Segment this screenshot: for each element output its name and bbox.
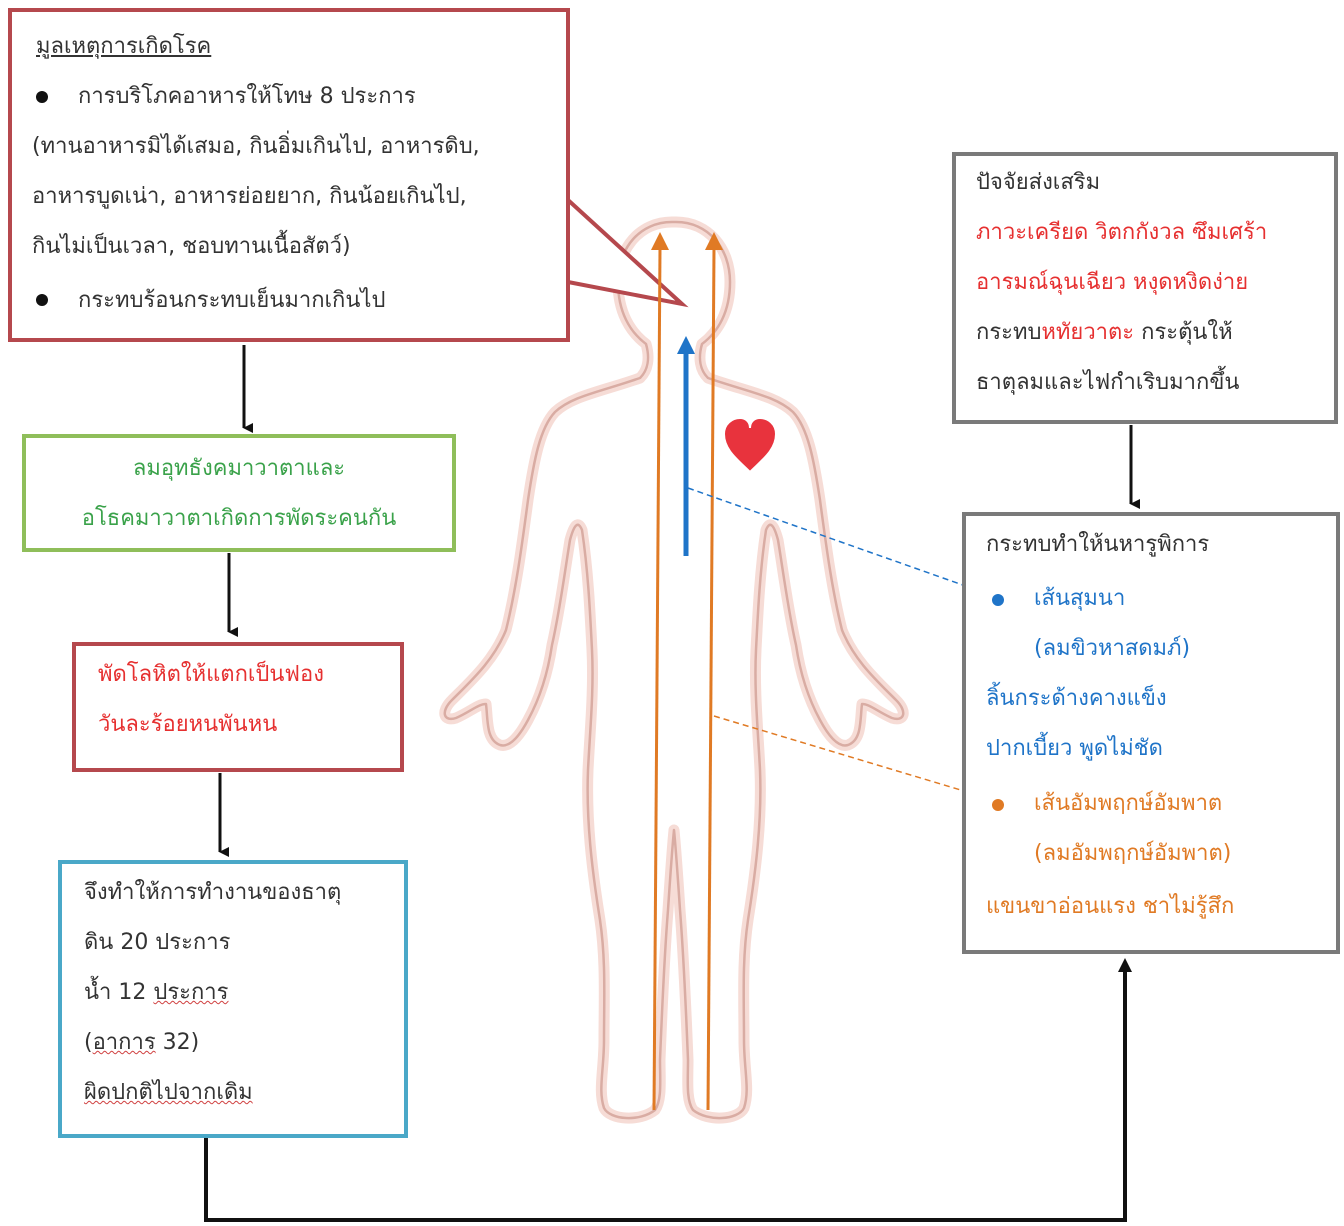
cause-title: มูลเหตุการเกิดโรค bbox=[36, 22, 211, 72]
factor-text: กระตุ้นให้ bbox=[1134, 320, 1233, 345]
factor-line: ธาตุลมและไฟกำเริบมากขึ้น bbox=[976, 358, 1239, 408]
factor-line: อารมณ์ฉุนเฉียว หงุดหงิดง่าย bbox=[976, 258, 1248, 308]
wind-interaction-box: ลมอุทธังคมาวาตาและ อโธคมาวาตาเกิดการพัดร… bbox=[22, 434, 456, 552]
sumana-name: เส้นสุมนา bbox=[1034, 574, 1125, 624]
sumana-connector bbox=[688, 488, 994, 596]
factor-text-highlight: หทัยวาตะ bbox=[1041, 320, 1134, 345]
blood-foam-box: พัดโลหิตให้แตกเป็นฟอง วันละร้อยหนพันหน bbox=[72, 642, 404, 772]
ampa-wind: (ลมอัมพฤกษ์อัมพาต) bbox=[1034, 829, 1231, 879]
element-text: 32) bbox=[156, 1030, 200, 1055]
sumana-symptom: ปากเบี้ยว พูดไม่ชัด bbox=[986, 724, 1163, 774]
factor-line: กระทบหทัยวาตะ กระตุ้นให้ bbox=[976, 308, 1233, 358]
contributing-factors-box: ปัจจัยส่งเสริม ภาวะเครียด วิตกกังวล ซึมเ… bbox=[952, 152, 1338, 424]
element-text: ( bbox=[84, 1030, 93, 1055]
factor-line: ภาวะเครียด วิตกกังวล ซึมเศร้า bbox=[976, 208, 1267, 258]
bullet-dot bbox=[36, 91, 48, 103]
element-text: น้ำ 12 bbox=[84, 980, 153, 1005]
cause-detail-line: อาหารบูดเน่า, อาหารย่อยยาก, กินน้อยเกินไ… bbox=[32, 172, 467, 222]
sumana-symptom: ลิ้นกระด้างคางแข็ง bbox=[986, 674, 1167, 724]
cause-bullet-food: การบริโภคอาหารให้โทษ 8 ประการ bbox=[78, 72, 416, 122]
blue-bullet-dot bbox=[992, 594, 1004, 606]
nerve-damage-box: กระทบทำให้นหารูพิการ เส้นสุมนา (ลมขิวหาส… bbox=[962, 512, 1340, 954]
cause-box: มูลเหตุการเกิดโรค การบริโภคอาหารให้โทษ 8… bbox=[8, 8, 570, 342]
element-dysfunction-box: จึงทำให้การทำงานของธาตุ ดิน 20 ประการ น้… bbox=[58, 860, 408, 1138]
ampa-name: เส้นอัมพฤกษ์อัมพาต bbox=[1034, 779, 1222, 829]
cause-bullet-temperature: กระทบร้อนกระทบเย็นมากเกินไป bbox=[78, 276, 385, 326]
blood-line: พัดโลหิตให้แตกเป็นฟอง bbox=[98, 650, 324, 700]
sumana-wind: (ลมขิวหาสดมภ์) bbox=[1034, 624, 1190, 674]
blue-channel-arrow bbox=[677, 336, 695, 556]
nerve-title: กระทบทำให้นหารูพิการ bbox=[986, 520, 1209, 570]
element-line: ผิดปกติไปจากเดิม bbox=[84, 1068, 253, 1118]
factor-text: กระทบ bbox=[976, 320, 1041, 345]
cause-detail-line: (ทานอาหารมิได้เสมอ, กินอิ่มเกินไป, อาหาร… bbox=[32, 122, 480, 172]
wind-line: อโธคมาวาตาเกิดการพัดระคนกัน bbox=[26, 494, 452, 544]
orange-bullet-dot bbox=[992, 799, 1004, 811]
factor-title: ปัจจัยส่งเสริม bbox=[976, 158, 1100, 208]
element-text: ประการ bbox=[153, 980, 228, 1005]
element-line: น้ำ 12 ประการ bbox=[84, 968, 228, 1018]
element-line: ดิน 20 ประการ bbox=[84, 918, 230, 968]
wind-line: ลมอุทธังคมาวาตาและ bbox=[26, 444, 452, 494]
cause-detail-line: กินไม่เป็นเวลา, ชอบทานเนื้อสัตว์) bbox=[32, 222, 351, 272]
element-line: (อาการ 32) bbox=[84, 1018, 199, 1068]
element-text: อาการ bbox=[93, 1030, 156, 1055]
ampa-symptom: แขนขาอ่อนแรง ชาไม่รู้สึก bbox=[986, 882, 1234, 932]
element-line: จึงทำให้การทำงานของธาตุ bbox=[84, 868, 341, 918]
heart-icon bbox=[724, 418, 776, 472]
cause-callout-pointer bbox=[568, 200, 682, 304]
blood-line: วันละร้อยหนพันหน bbox=[98, 700, 277, 750]
human-body-outline bbox=[445, 222, 903, 1118]
bullet-dot bbox=[36, 294, 48, 306]
